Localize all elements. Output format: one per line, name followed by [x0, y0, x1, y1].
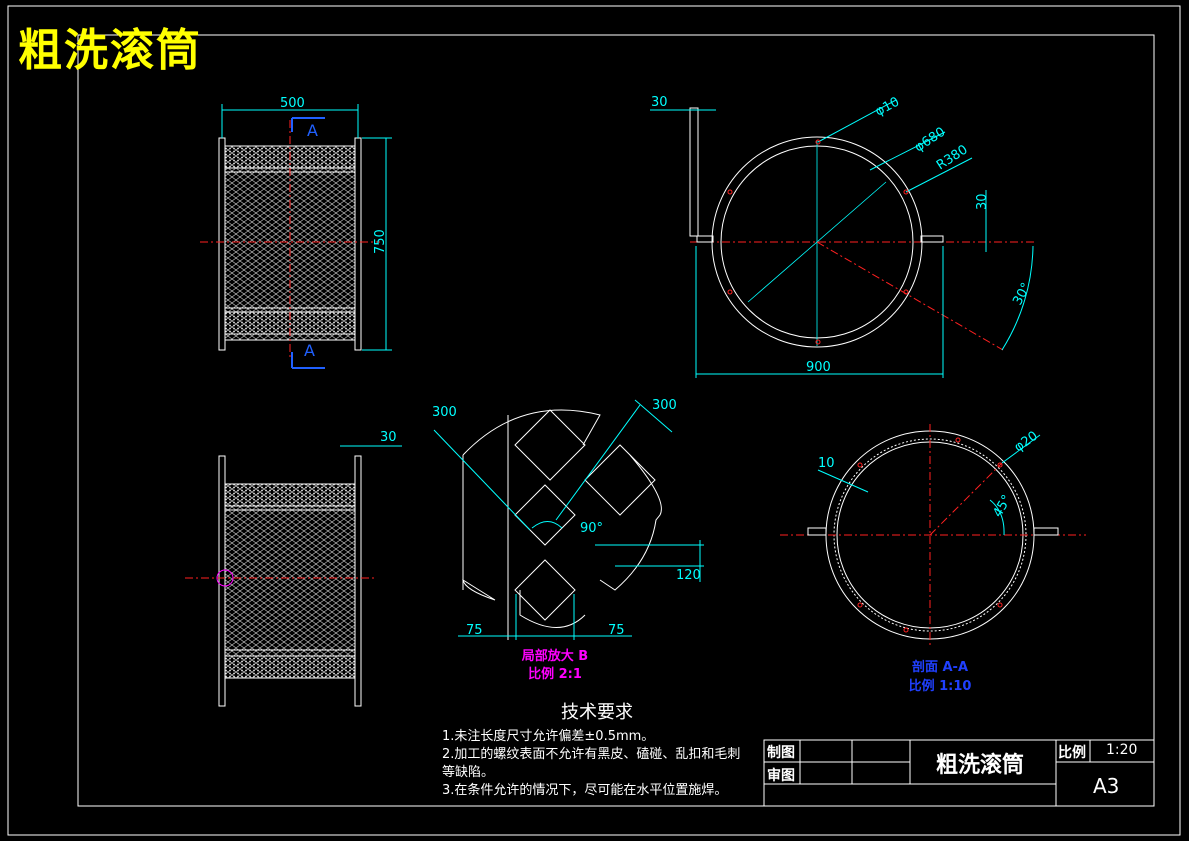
- note-item: 2.加工的螺纹表面不允许有黑皮、磕碰、乱扣和毛刺等缺陷。: [442, 747, 741, 780]
- section-scale: 比例 1:10: [908, 679, 972, 694]
- section-aa-view: φ20 45° 10: [780, 424, 1086, 645]
- sheet-size: A3: [1093, 774, 1120, 798]
- drawn-by-label: 制图: [767, 745, 795, 761]
- lower-front-view: 30: [185, 430, 402, 707]
- title-block-name: 粗洗滚筒: [936, 753, 1025, 778]
- section-marker-bottom: A: [304, 341, 315, 360]
- dim-75-left: 75: [466, 623, 483, 638]
- dim-phi20: φ20: [1012, 429, 1041, 456]
- detail-scale: 比例 2:1: [528, 667, 582, 682]
- dim-300-right: 300: [652, 398, 677, 413]
- drawing-title: 粗洗滚筒: [18, 25, 202, 76]
- dim-45: 45°: [990, 493, 1015, 520]
- section-label: 剖面 A-A: [911, 660, 969, 675]
- checked-by-label: 审图: [767, 768, 795, 784]
- inner-frame: [77, 34, 1155, 807]
- dim-300-left: 300: [432, 405, 457, 420]
- note-item: 1.未注长度尺寸允许偏差±0.5mm。: [442, 729, 655, 744]
- detail-label: 局部放大 B: [521, 649, 589, 664]
- technical-notes: 技术要求 1.未注长度尺寸允许偏差±0.5mm。 2.加工的螺纹表面不允许有黑皮…: [442, 704, 752, 800]
- note-item: 3.在条件允许的情况下，尽可能在水平位置施焊。: [442, 783, 728, 798]
- notes-title: 技术要求: [561, 702, 633, 723]
- section-marker-top: A: [307, 121, 318, 140]
- dim-900: 900: [806, 360, 831, 375]
- scale-label: 比例: [1058, 745, 1086, 761]
- dim-phi10: φ10: [873, 94, 902, 119]
- dim-30-right: 30: [975, 193, 990, 210]
- dim-phi680: φ680: [912, 125, 948, 156]
- dim-500: 500: [280, 96, 305, 111]
- dim-90: 90°: [580, 521, 603, 536]
- dim-750: 750: [373, 229, 388, 254]
- title-block: [763, 739, 1155, 807]
- detail-b-view: 300 300 90° 120 75 75: [432, 398, 704, 640]
- front-view: 500 750 A A: [200, 96, 392, 369]
- dim-75-right: 75: [608, 623, 625, 638]
- dim-angle-30: 30°: [1010, 280, 1034, 307]
- dim-30-top: 30: [651, 95, 668, 110]
- dim-30-lower: 30: [380, 430, 397, 445]
- outer-frame: [7, 5, 1181, 836]
- scale-value: 1:20: [1106, 742, 1138, 758]
- dim-120: 120: [676, 568, 701, 583]
- dim-10: 10: [818, 456, 835, 471]
- side-view-circle: 900 30 φ10 φ680 R380 30 30°: [650, 94, 1036, 378]
